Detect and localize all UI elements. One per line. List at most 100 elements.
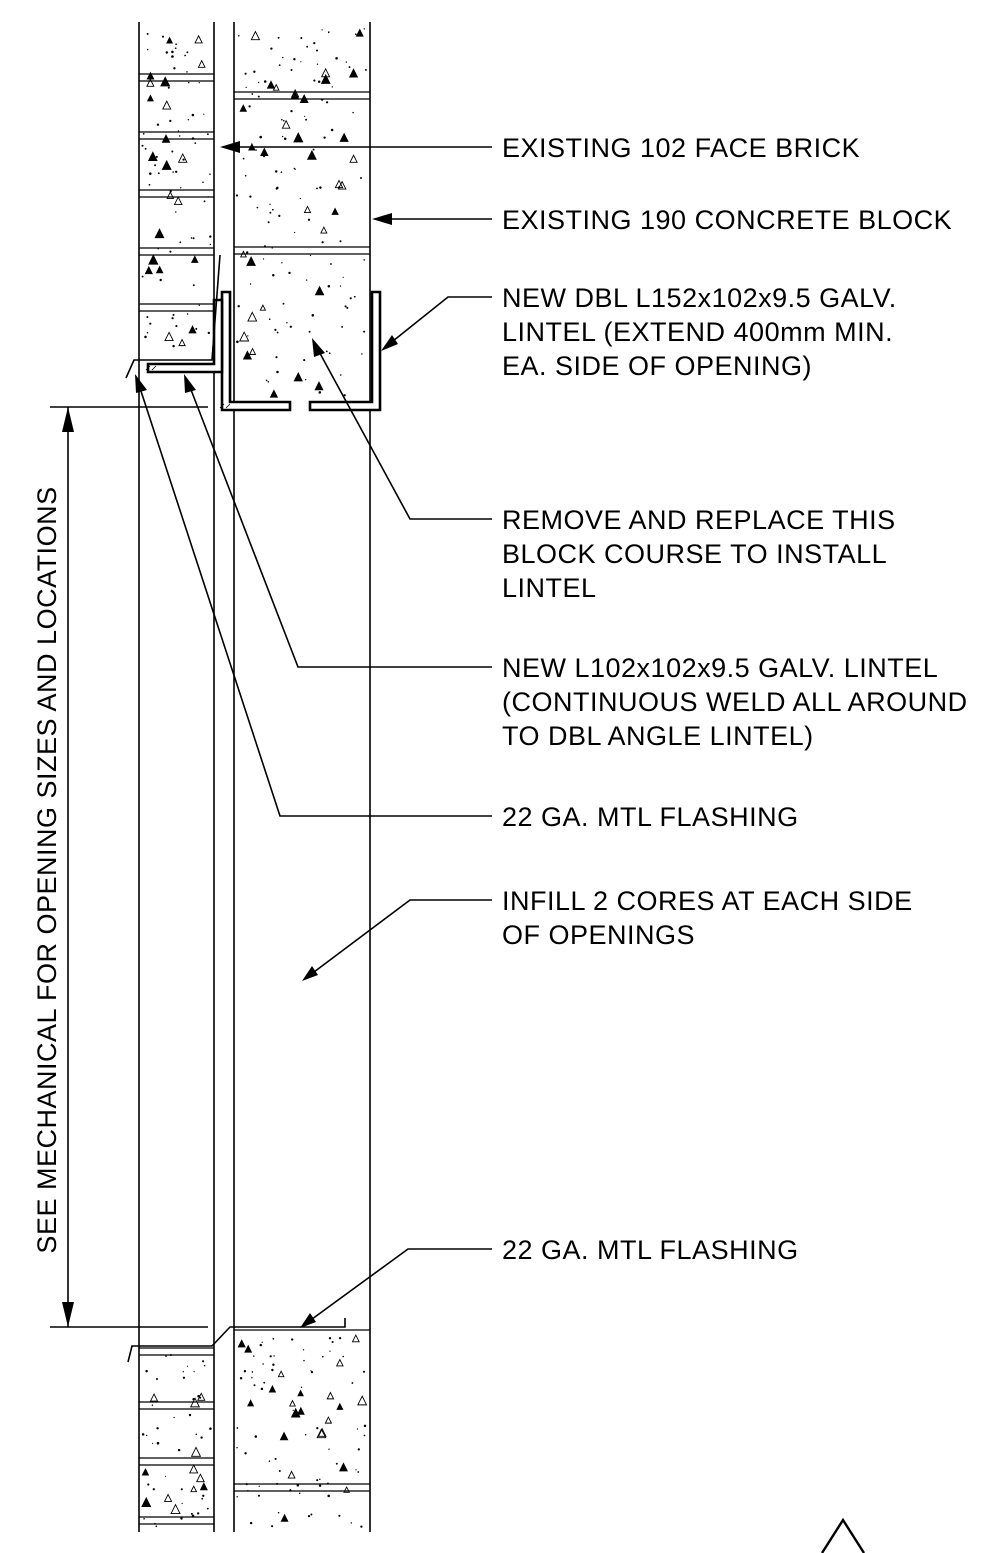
aggregate-triangle [357,1395,368,1406]
aggregate-dot [339,240,342,243]
aggregate-triangle [331,207,339,215]
aggregate-triangle [259,304,267,311]
aggregate-triangle [189,1464,199,1474]
aggregate-triangle [272,83,280,91]
aggregate-dot [272,1363,275,1366]
aggregate-triangle [324,1416,333,1424]
aggregate-dot [198,82,200,84]
aggregate-dot [343,394,346,397]
aggregate-dot [310,1370,312,1372]
aggregate-triangle [306,149,317,160]
aggregate-dot [244,174,247,177]
aggregate-dot [274,1457,277,1460]
aggregate-dot [260,1387,264,1391]
aggregate-dot [169,250,172,253]
lower-concrete-block-wythe [234,1329,370,1528]
aggregate-triangle [154,228,165,239]
aggregate-dot [308,330,311,333]
aggregate-dot [152,1488,155,1491]
steel-hatch-line [219,403,225,409]
aggregate-triangle [287,1470,296,1479]
aggregate-dot [293,231,296,234]
aggregate-dot [209,243,212,246]
aggregate-dot [171,317,174,320]
note-angle-lintel-line2: (CONTINUOUS WELD ALL AROUND [502,687,968,717]
aggregate-dot [318,391,322,394]
aggregate-dot [236,1496,238,1498]
aggregate-triangle [149,1393,159,1402]
aggregate-dot [286,321,288,324]
aggregate-dot [342,276,344,278]
note-flashing-top: 22 GA. MTL FLASHING [502,802,799,832]
aggregate-dot [249,283,252,285]
aggregate-dot [363,259,365,261]
aggregate-dot [197,1512,200,1515]
aggregate-dot [251,1377,253,1379]
aggregate-dot [186,51,189,54]
aggregate-dot [156,1427,159,1430]
aggregate-dot [313,41,316,45]
aggregate-dot [180,1517,183,1520]
aggregate-dot [361,353,363,355]
aggregate-triangle [247,311,258,322]
aggregate-dot [239,1377,243,1380]
aggregate-dot [156,123,160,126]
lower-face-brick-wythe [139,1347,214,1528]
aggregate-dot [338,1514,341,1517]
aggregate-dot [281,262,283,264]
aggregate-triangle [299,94,309,104]
aggregate-dot [186,313,189,315]
aggregate-triangle [148,254,159,265]
aggregate-dot [360,1525,363,1528]
aggregate-dot [180,1488,183,1491]
aggregate-dot [244,72,247,75]
aggregate-dot [304,115,306,117]
note-face-brick: EXISTING 102 FACE BRICK [502,133,860,163]
aggregate-dot [200,1436,203,1439]
aggregate-dot [357,1448,360,1451]
aggregate-triangle [335,1358,344,1367]
aggregate-dot [247,1489,249,1492]
aggregate-dot [278,214,281,218]
aggregate-dot [146,32,149,35]
aggregate-triangle [239,250,247,258]
aggregate-dot [192,284,195,287]
aggregate-triangle [320,73,331,84]
aggregate-triangle [191,255,199,263]
aggregate-dot [276,186,279,190]
aggregate-dot [172,344,175,348]
aggregate-dot [267,221,270,224]
aggregate-dot [357,1471,360,1473]
aggregate-dot [350,1522,353,1524]
aggregate-triangle [189,1397,201,1408]
aggregate-dot [148,183,151,186]
aggregate-dot [276,370,279,374]
aggregate-triangle [303,205,312,214]
aggregate-dot [253,70,256,73]
aggregate-dot [341,325,344,328]
aggregate-dot [330,128,334,132]
aggregate-dot [175,170,178,173]
aggregate-triangle [242,350,253,360]
aggregate-triangle [146,94,154,102]
aggregate-dot [175,43,177,45]
aggregate-dot [289,1489,292,1492]
note-remove-line1: REMOVE AND REPLACE THIS [502,505,896,535]
aggregate-dot [187,81,190,84]
aggregate-dot [283,119,285,122]
aggregate-dot [201,1497,204,1500]
aggregate-dot [175,325,178,328]
aggregate-dot [290,109,293,113]
aggregate-dot [290,68,293,72]
aggregate-dot [161,35,165,38]
aggregate-triangle [173,196,183,205]
aggregate-dot [257,95,260,98]
aggregate-triangle [146,71,155,80]
aggregate-dot [141,1433,145,1436]
aggregate-dot [177,1448,181,1452]
note-angle-lintel-line1: NEW L102x102x9.5 GALV. LINTEL [502,653,938,683]
aggregate-dot [305,379,307,381]
aggregate-triangle [147,151,158,162]
revision-triangle-icon [820,1517,866,1553]
aggregate-dot [282,56,284,59]
